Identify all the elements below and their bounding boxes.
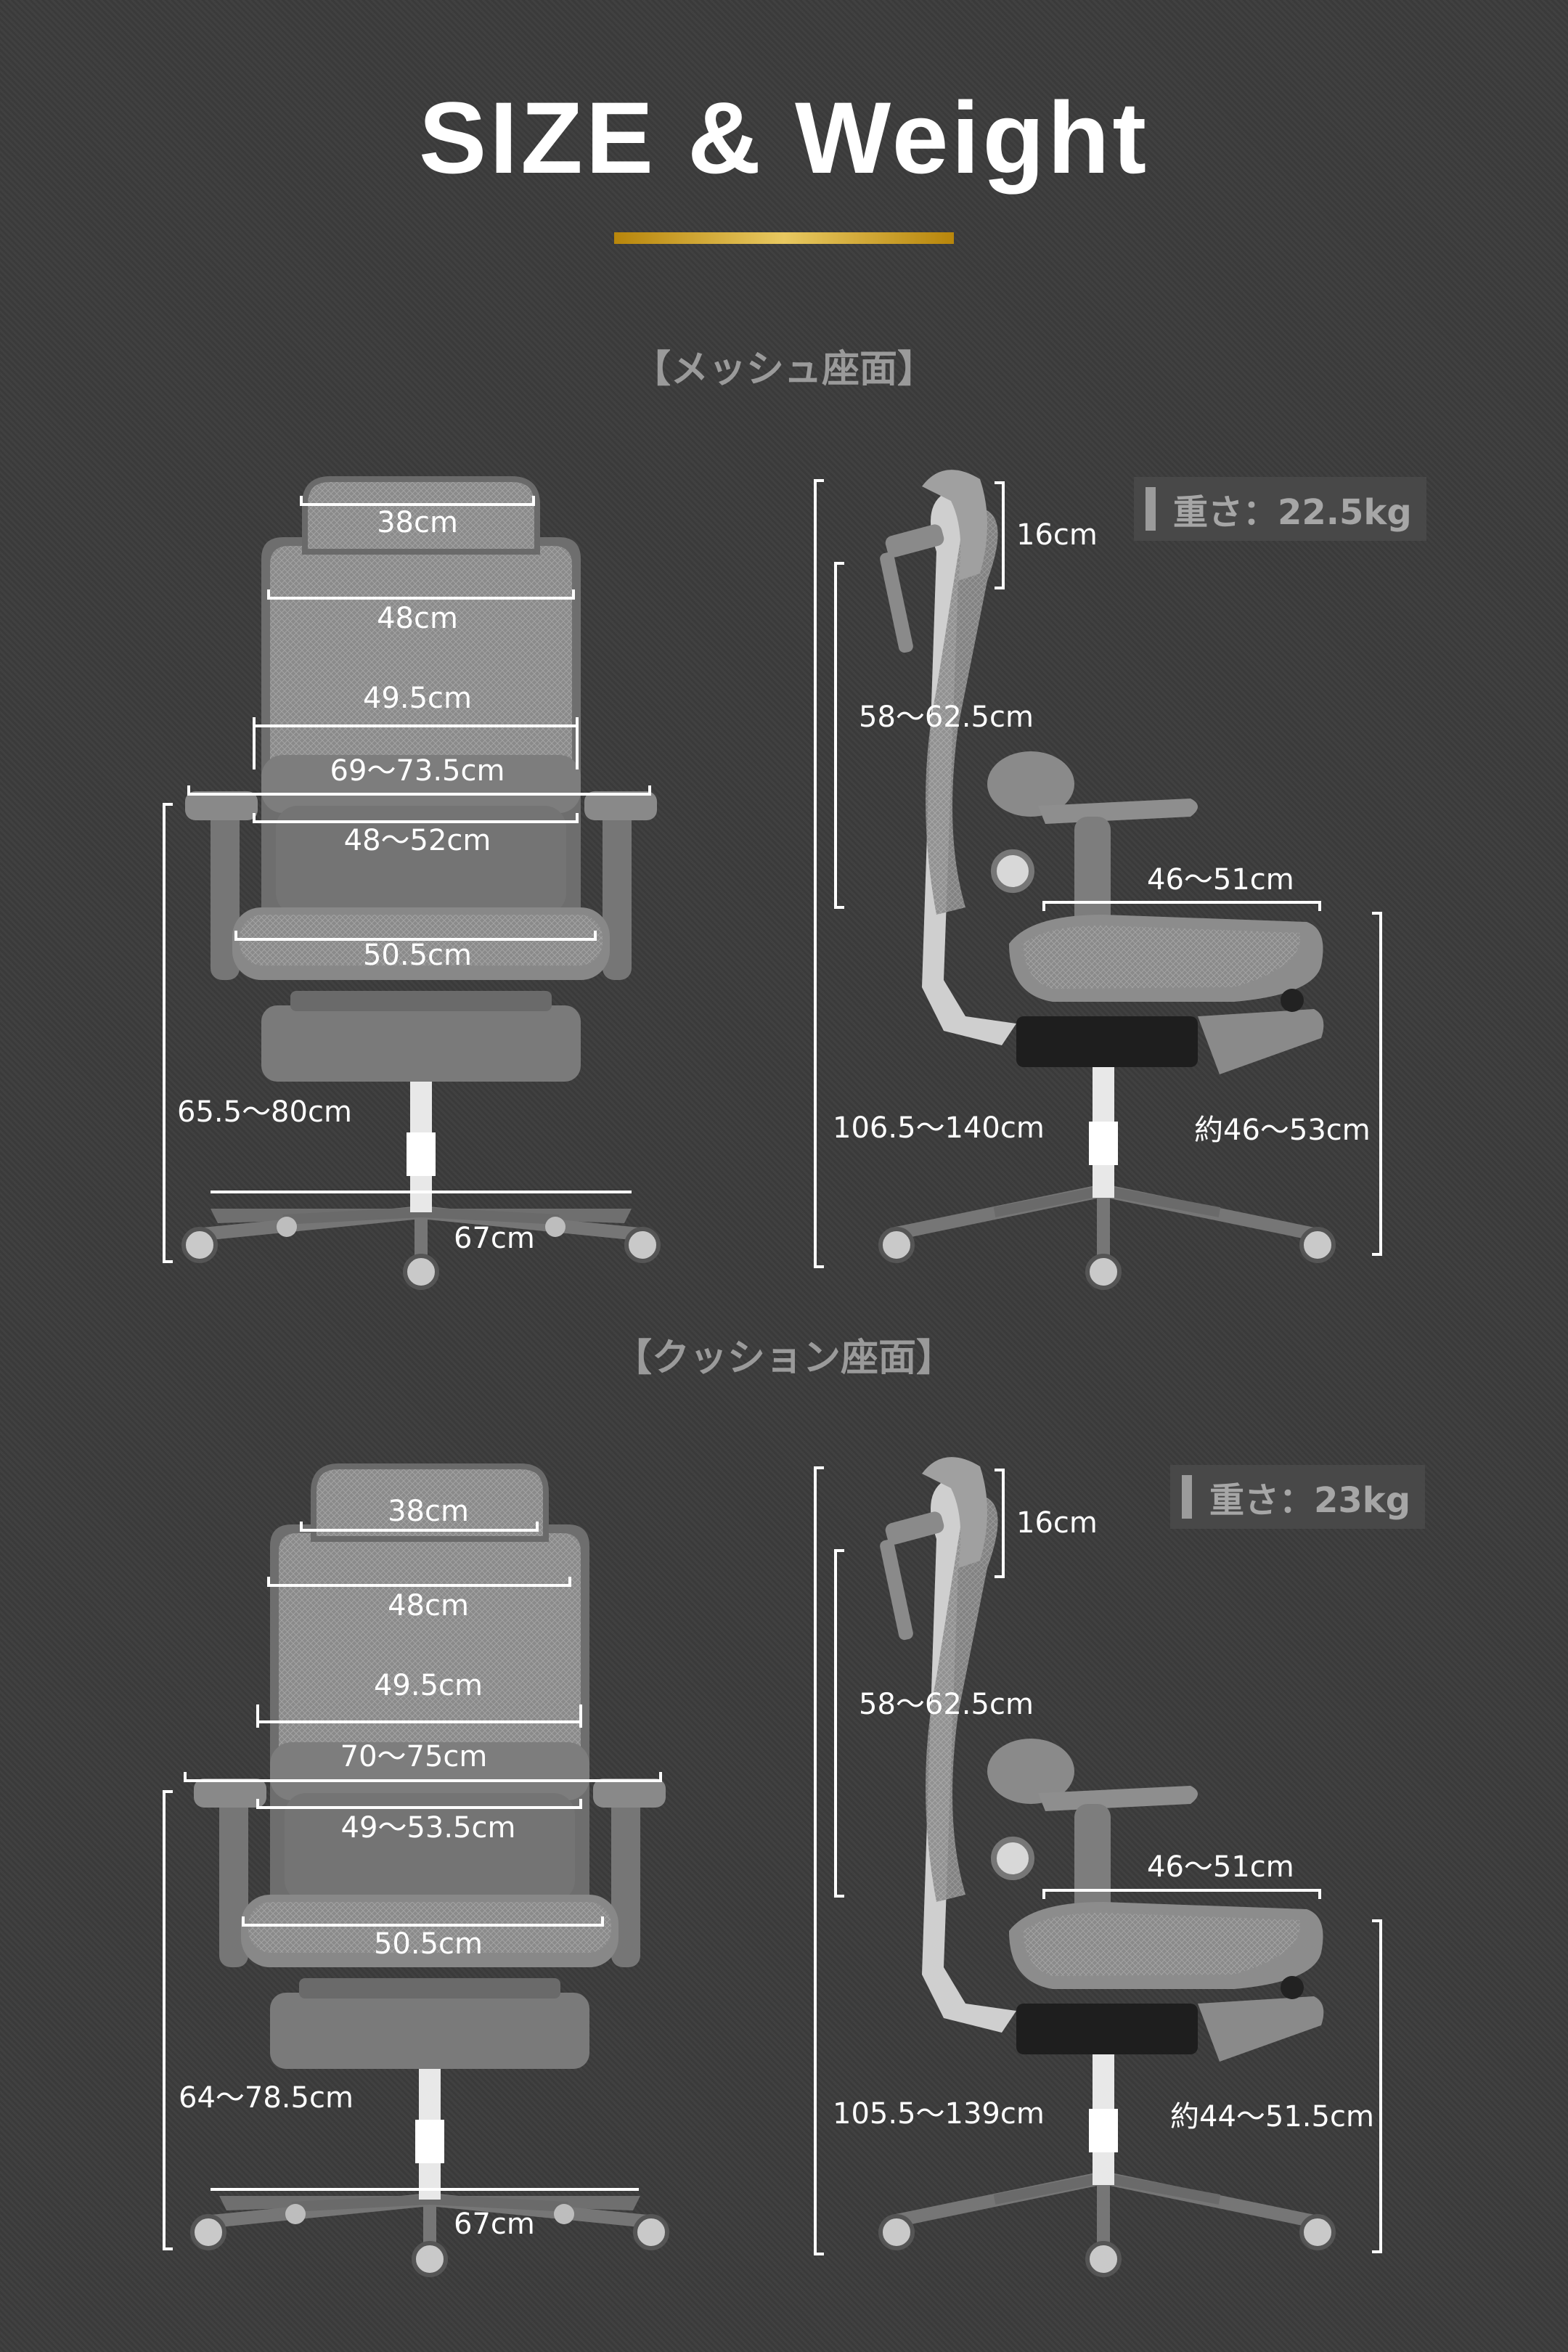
dim-upper-back-width: 48cm: [388, 1589, 469, 1622]
dim-headrest-width: 38cm: [388, 1495, 469, 1528]
dim-back-width: 49.5cm: [373, 1669, 483, 1702]
dim-backrest-height: 58〜62.5cm: [859, 701, 1034, 734]
weight-text: 重さ：23kg: [1209, 1480, 1411, 1521]
dim-seat-width: 50.5cm: [373, 1927, 483, 1961]
page-title: SIZE & Weight: [418, 81, 1150, 195]
dim-upper-back-width: 48cm: [377, 602, 458, 635]
section-label-mesh: 【メッシュ座面】: [632, 348, 935, 391]
weight-badge: 重さ：22.5kg: [1134, 477, 1426, 541]
dim-seat-depth: 46〜51cm: [1147, 863, 1294, 897]
section-label-cushion: 【クッション座面】: [613, 1336, 954, 1380]
dim-base-width: 67cm: [454, 1222, 535, 1255]
weight-text: 重さ：22.5kg: [1173, 492, 1412, 533]
title-underline: [614, 232, 954, 244]
dim-arm-span: 70〜75cm: [340, 1740, 488, 1773]
dim-seat-depth: 46〜51cm: [1147, 1850, 1294, 1884]
dim-seat-width: 50.5cm: [362, 939, 473, 972]
dim-backrest-height: 58〜62.5cm: [859, 1688, 1034, 1721]
dim-headrest-width: 38cm: [377, 506, 458, 539]
weight-bar-icon: [1146, 487, 1156, 531]
dim-arm-span: 69〜73.5cm: [330, 754, 505, 788]
dim-seat-height: 約44〜51.5cm: [1170, 2100, 1374, 2133]
weight-badge: 重さ：23kg: [1170, 1465, 1426, 1529]
dim-back-width: 49.5cm: [362, 682, 473, 715]
dim-headrest-height: 16cm: [1016, 1506, 1098, 1540]
dim-base-width: 67cm: [454, 2208, 535, 2241]
weight-bar-icon: [1182, 1475, 1192, 1519]
dim-arm-height: 65.5〜80cm: [177, 1095, 352, 1129]
dim-headrest-height: 16cm: [1016, 518, 1098, 552]
dim-total-height: 105.5〜139cm: [833, 2097, 1045, 2131]
dim-seat-height: 約46〜53cm: [1194, 1114, 1371, 1147]
dim-arm-height: 64〜78.5cm: [179, 2081, 354, 2115]
dim-total-height: 106.5〜140cm: [833, 1111, 1045, 1145]
dim-inner-arm-width: 49〜53.5cm: [340, 1811, 516, 1845]
dim-inner-arm-width: 48〜52cm: [343, 824, 491, 857]
